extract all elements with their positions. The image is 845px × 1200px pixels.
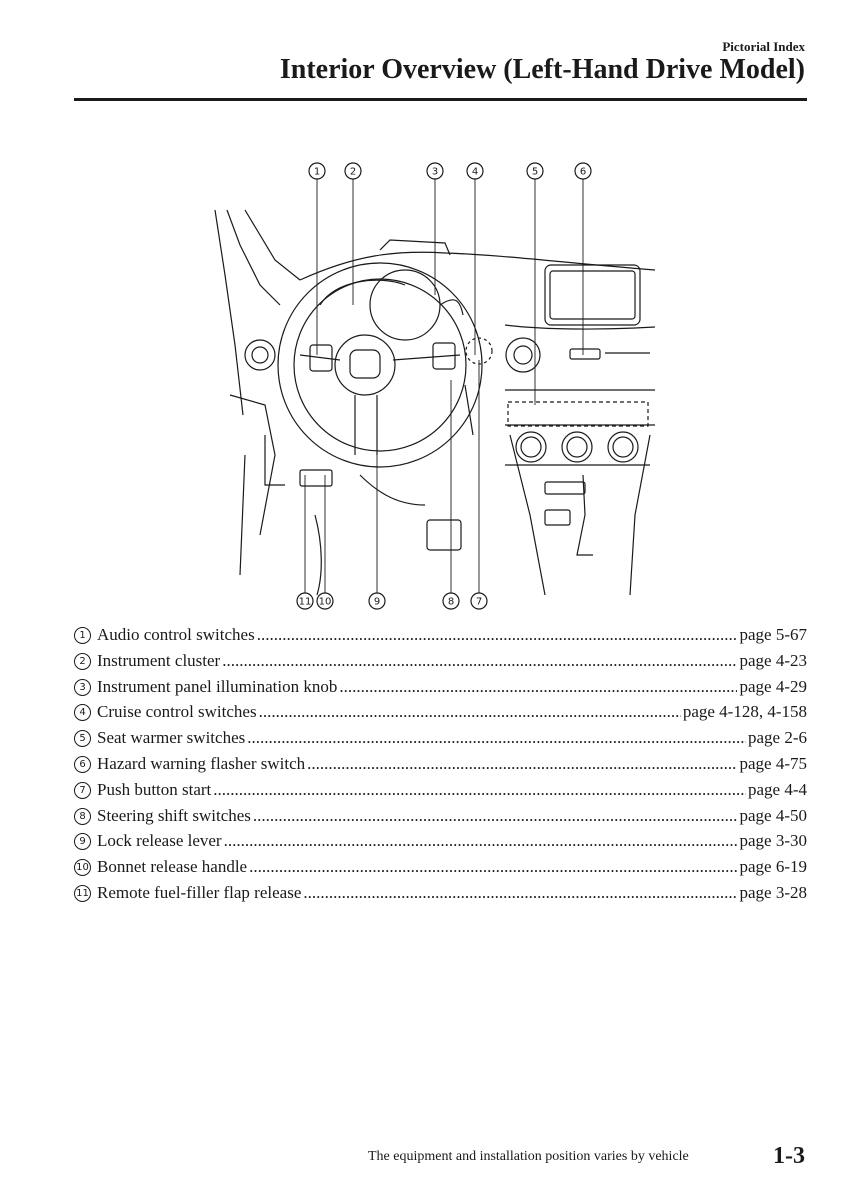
dot-leader [257,622,738,648]
callout-8: 8 [442,592,460,610]
legend-item: 5 Seat warmer switches page 2-6 [74,725,807,751]
legend-label: Instrument panel illumination knob [97,676,338,696]
legend-number: 5 [74,730,91,748]
legend-item: 9 Lock release lever page 3-30 [74,828,807,854]
footer-note: The equipment and installation position … [368,1149,689,1164]
lower-dash-pedals [239,384,474,596]
instrument-cluster [319,269,464,341]
legend-label: Seat warmer switches [97,728,246,748]
dot-leader [222,648,737,674]
legend-number: 9 [74,833,91,851]
legend-label: Steering shift switches [97,805,251,825]
svg-text:6: 6 [580,167,586,178]
dot-leader [339,674,737,700]
steering-wheel [277,262,483,468]
callout-6: 6 [574,162,592,180]
legend-label: Hazard warning flasher switch [97,753,306,773]
svg-text:3: 3 [432,167,438,178]
legend-number: 3 [74,678,91,696]
svg-text:10: 10 [319,597,332,608]
legend-item: 4 Cruise control switches page 4-128, 4-… [74,699,807,725]
callout-2: 2 [344,162,362,180]
svg-text:9: 9 [374,597,380,608]
legend-item: 11 Remote fuel-filler flap release page … [74,880,807,906]
legend-label: Push button start [97,779,212,799]
callout-3: 3 [426,162,444,180]
dot-leader [249,854,737,880]
legend-label: Cruise control switches [97,702,257,722]
center-console [509,434,651,596]
legend-number: 1 [74,627,91,644]
legend-item: 2 Instrument cluster page 4-23 [74,648,807,674]
svg-text:4: 4 [472,167,478,178]
legend-number: 10 [74,859,91,877]
seat-warmer-area [507,401,649,427]
climate-knobs [505,431,650,466]
legend-item: 3 Instrument panel illumination knob pag… [74,674,807,700]
legend-label: Remote fuel-filler flap release [97,882,302,902]
title-rule [74,98,807,101]
dot-leader [253,803,738,829]
legend-number: 11 [74,884,91,902]
callout-10: 10 [316,592,334,610]
dot-leader [303,880,737,906]
legend-label: Instrument cluster [97,650,221,670]
callout-11: 11 [296,592,314,610]
callout-1: 1 [308,162,326,180]
legend-list: 1 Audio control switches page 5-67 2 Ins… [74,622,807,906]
legend-number: 6 [74,755,91,773]
page-reference: page 4-4 [747,779,807,799]
page-reference: page 5-67 [739,625,807,644]
page-reference: page 4-128, 4-158 [682,702,807,722]
page-reference: page 4-50 [739,805,807,825]
page-reference: page 4-75 [739,753,807,773]
page-reference: page 3-28 [739,882,807,902]
page-reference: page 6-19 [739,857,807,877]
callout-7: 7 [470,592,488,610]
center-vents [505,337,650,373]
page-reference: page 2-6 [747,728,807,748]
section-label: Pictorial Index [722,39,805,54]
page-number: 1-3 [773,1143,805,1169]
svg-text:5: 5 [532,167,538,178]
svg-text:2: 2 [350,167,356,178]
svg-text:11: 11 [299,597,312,608]
callout-4: 4 [466,162,484,180]
door-area [214,209,301,536]
dashboard-outline [299,239,656,426]
legend-number: 2 [74,652,91,670]
dot-leader [259,699,681,725]
svg-text:1: 1 [314,167,320,178]
center-display [544,264,641,326]
dot-leader [213,777,746,803]
callout-5: 5 [526,162,544,180]
legend-item: 8 Steering shift switches page 4-50 [74,803,807,829]
legend-item: 10 Bonnet release handle page 6-19 [74,854,807,880]
legend-item: 1 Audio control switches page 5-67 [74,622,807,648]
legend-number: 8 [74,807,91,825]
legend-label: Lock release lever [97,831,222,851]
legend-label: Audio control switches [97,625,255,644]
svg-text:7: 7 [476,597,482,608]
leader-lines [304,179,584,593]
dot-leader [224,828,738,854]
svg-text:8: 8 [448,597,454,608]
legend-item: 7 Push button start page 4-4 [74,777,807,803]
legend-item: 6 Hazard warning flasher switch page 4-7… [74,751,807,777]
dot-leader [307,751,737,777]
legend-label: Bonnet release handle [97,857,248,877]
push-button-start-area [465,337,493,365]
dot-leader [247,725,746,751]
legend-number: 7 [74,781,91,799]
page-reference: page 3-30 [739,831,807,851]
page-reference: page 4-23 [739,650,807,670]
interior-illustration: 1 2 3 4 5 6 11 10 [205,155,665,615]
legend-number: 4 [74,704,91,722]
page-title: Interior Overview (Left-Hand Drive Model… [279,54,805,85]
page-reference: page 4-29 [739,676,807,696]
callout-9: 9 [368,592,386,610]
